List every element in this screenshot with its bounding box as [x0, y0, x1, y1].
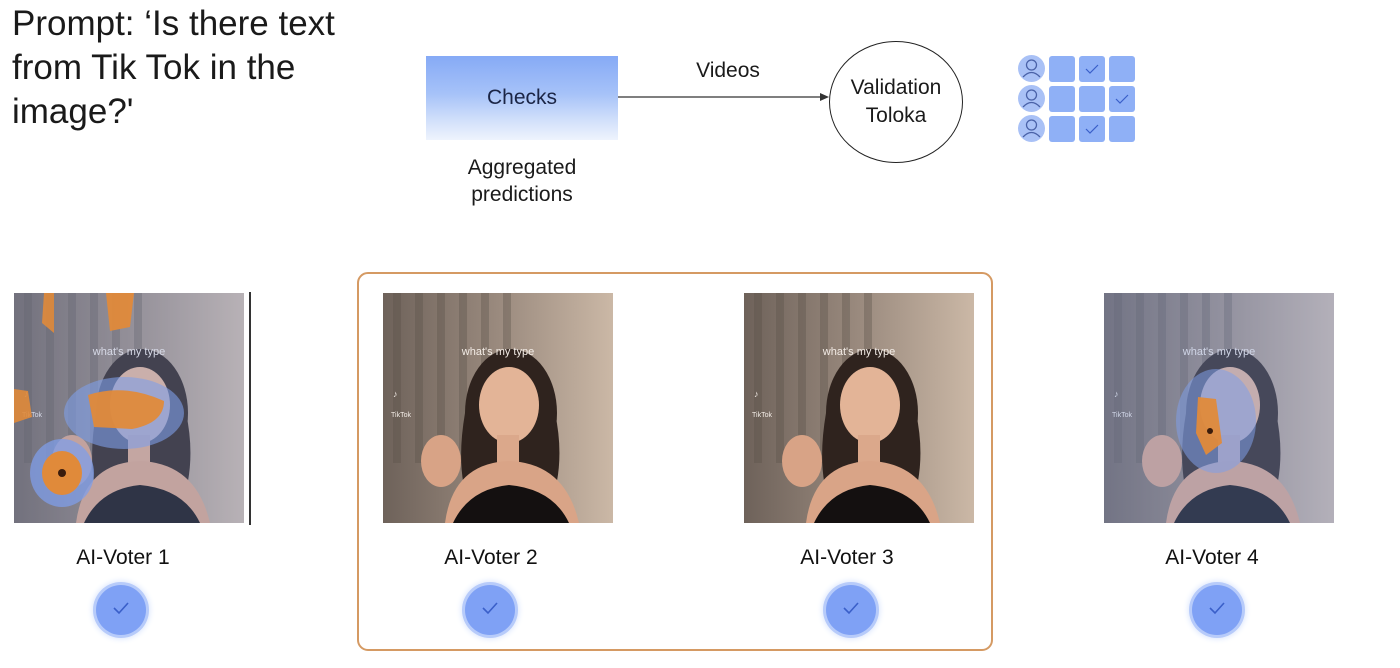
- empty-cell: [1049, 55, 1075, 82]
- checked-cell: [1079, 55, 1105, 82]
- svg-text:what's my type: what's my type: [822, 346, 895, 358]
- check-icon: [1079, 64, 1105, 86]
- voter-1-label: AI-Voter 1: [76, 546, 170, 569]
- svg-text:TikTok: TikTok: [1112, 412, 1132, 419]
- svg-text:♪: ♪: [1114, 389, 1119, 399]
- svg-text:TikTok: TikTok: [22, 412, 42, 419]
- validation-toloka-label: Validation Toloka: [850, 76, 942, 127]
- empty-cell: [1049, 85, 1075, 112]
- empty-cell: [1109, 55, 1135, 82]
- highlight-group-box: [357, 272, 993, 651]
- checks-label: Checks: [486, 86, 558, 109]
- checks-box: Checks: [426, 56, 618, 140]
- svg-text:♪: ♪: [393, 389, 398, 399]
- voter-4-check-badge: [1192, 585, 1242, 635]
- checked-cell: [1079, 115, 1105, 142]
- voter-2-check-badge: [465, 585, 515, 635]
- annotator-row: [1018, 115, 1135, 142]
- check-icon: [110, 597, 132, 624]
- frame-divider: [249, 292, 251, 525]
- svg-text:what's my type: what's my type: [92, 346, 165, 358]
- voter-3-check-badge: [826, 585, 876, 635]
- voter-1-check-badge: [96, 585, 146, 635]
- svg-text:TikTok: TikTok: [391, 412, 411, 419]
- empty-cell: [1079, 85, 1105, 112]
- empty-cell: [1049, 115, 1075, 142]
- check-icon: [1079, 124, 1105, 146]
- voter-4-label: AI-Voter 4: [1165, 546, 1259, 569]
- svg-text:TikTok: TikTok: [752, 412, 772, 419]
- check-icon: [1109, 94, 1135, 116]
- user-icon: [1018, 55, 1045, 82]
- voter-3-frame: what's my type ♪ TikTok: [744, 293, 974, 523]
- empty-cell: [1109, 115, 1135, 142]
- check-icon: [479, 597, 501, 624]
- validation-toloka-node: Validation Toloka: [829, 41, 963, 163]
- user-icon: [1018, 115, 1045, 142]
- voter-3-label: AI-Voter 3: [800, 546, 894, 569]
- videos-edge-label: Videos: [696, 59, 760, 82]
- checked-cell: [1109, 85, 1135, 112]
- videos-arrow: [618, 93, 829, 101]
- voter-2-label: AI-Voter 2: [444, 546, 538, 569]
- svg-text:what's my type: what's my type: [1182, 346, 1255, 358]
- user-icon: [1018, 85, 1045, 112]
- voter-1-frame: what's my type♪TikTok: [14, 293, 244, 523]
- check-icon: [840, 597, 862, 624]
- svg-text:♪: ♪: [754, 389, 759, 399]
- voter-4-frame: what's my type ♪ TikTok: [1104, 293, 1334, 523]
- aggregated-predictions-label: Aggregated predictions: [467, 156, 577, 206]
- check-icon: [1206, 597, 1228, 624]
- annotator-row: [1018, 55, 1135, 82]
- prompt-text: Prompt: ‘Is there text from Tik Tok in t…: [12, 4, 335, 131]
- annotator-row: [1018, 85, 1135, 112]
- svg-text:what's my type: what's my type: [461, 346, 534, 358]
- voter-2-frame: what's my type ♪ TikTok: [383, 293, 613, 523]
